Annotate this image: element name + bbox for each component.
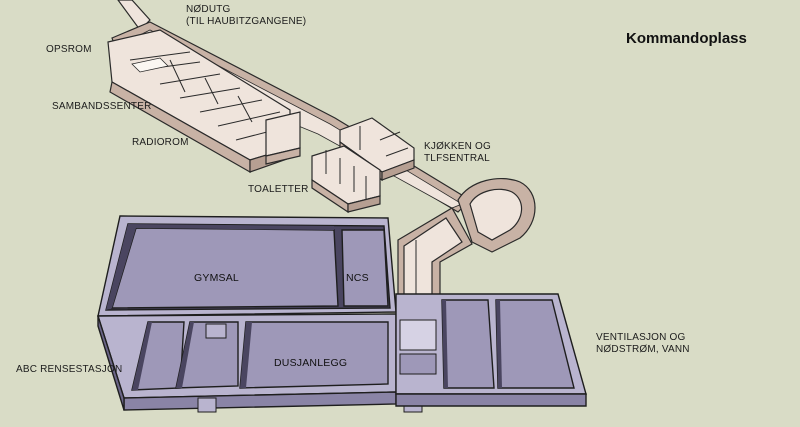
gym-floor (111, 227, 339, 309)
label-ventilasjon: VENTILASJON OG (596, 332, 686, 343)
label-opsrom: OPSROM (46, 44, 92, 55)
shower-room (239, 321, 389, 389)
label-gymsal: GYMSAL (194, 272, 239, 284)
stair-landing (399, 319, 437, 351)
label-sambandssenter: SAMBANDSSENTER (52, 101, 152, 112)
label-dusjanlegg: DUSJANLEGG (274, 357, 348, 369)
label-nodutg: NØDUTG (186, 4, 231, 15)
label-nodstrom: NØDSTRØM, VANN (596, 344, 690, 355)
label-kjokken: KJØKKEN OG (424, 141, 492, 152)
vent-room-1 (441, 299, 495, 389)
label-toaletter: TOALETTER (248, 184, 309, 195)
label-radiorom: RADIOROM (132, 137, 189, 148)
emergency-exit-tunnel (117, 0, 151, 31)
upper-complex (107, 0, 536, 321)
diagram-title: Kommandoplass (626, 30, 747, 47)
label-tlfsentral: TLFSENTRAL (424, 153, 490, 164)
vent-block-front (395, 393, 587, 407)
label-ncs: NCS (346, 272, 369, 284)
lower-complex (97, 215, 587, 413)
label-nodutg-sub: (TIL HAUBITZGANGENE) (186, 16, 307, 27)
ncs-floor (341, 229, 389, 307)
label-abc-rensestasjon: ABC RENSESTASJON (16, 364, 123, 375)
entrance-tower-floor (469, 188, 523, 241)
